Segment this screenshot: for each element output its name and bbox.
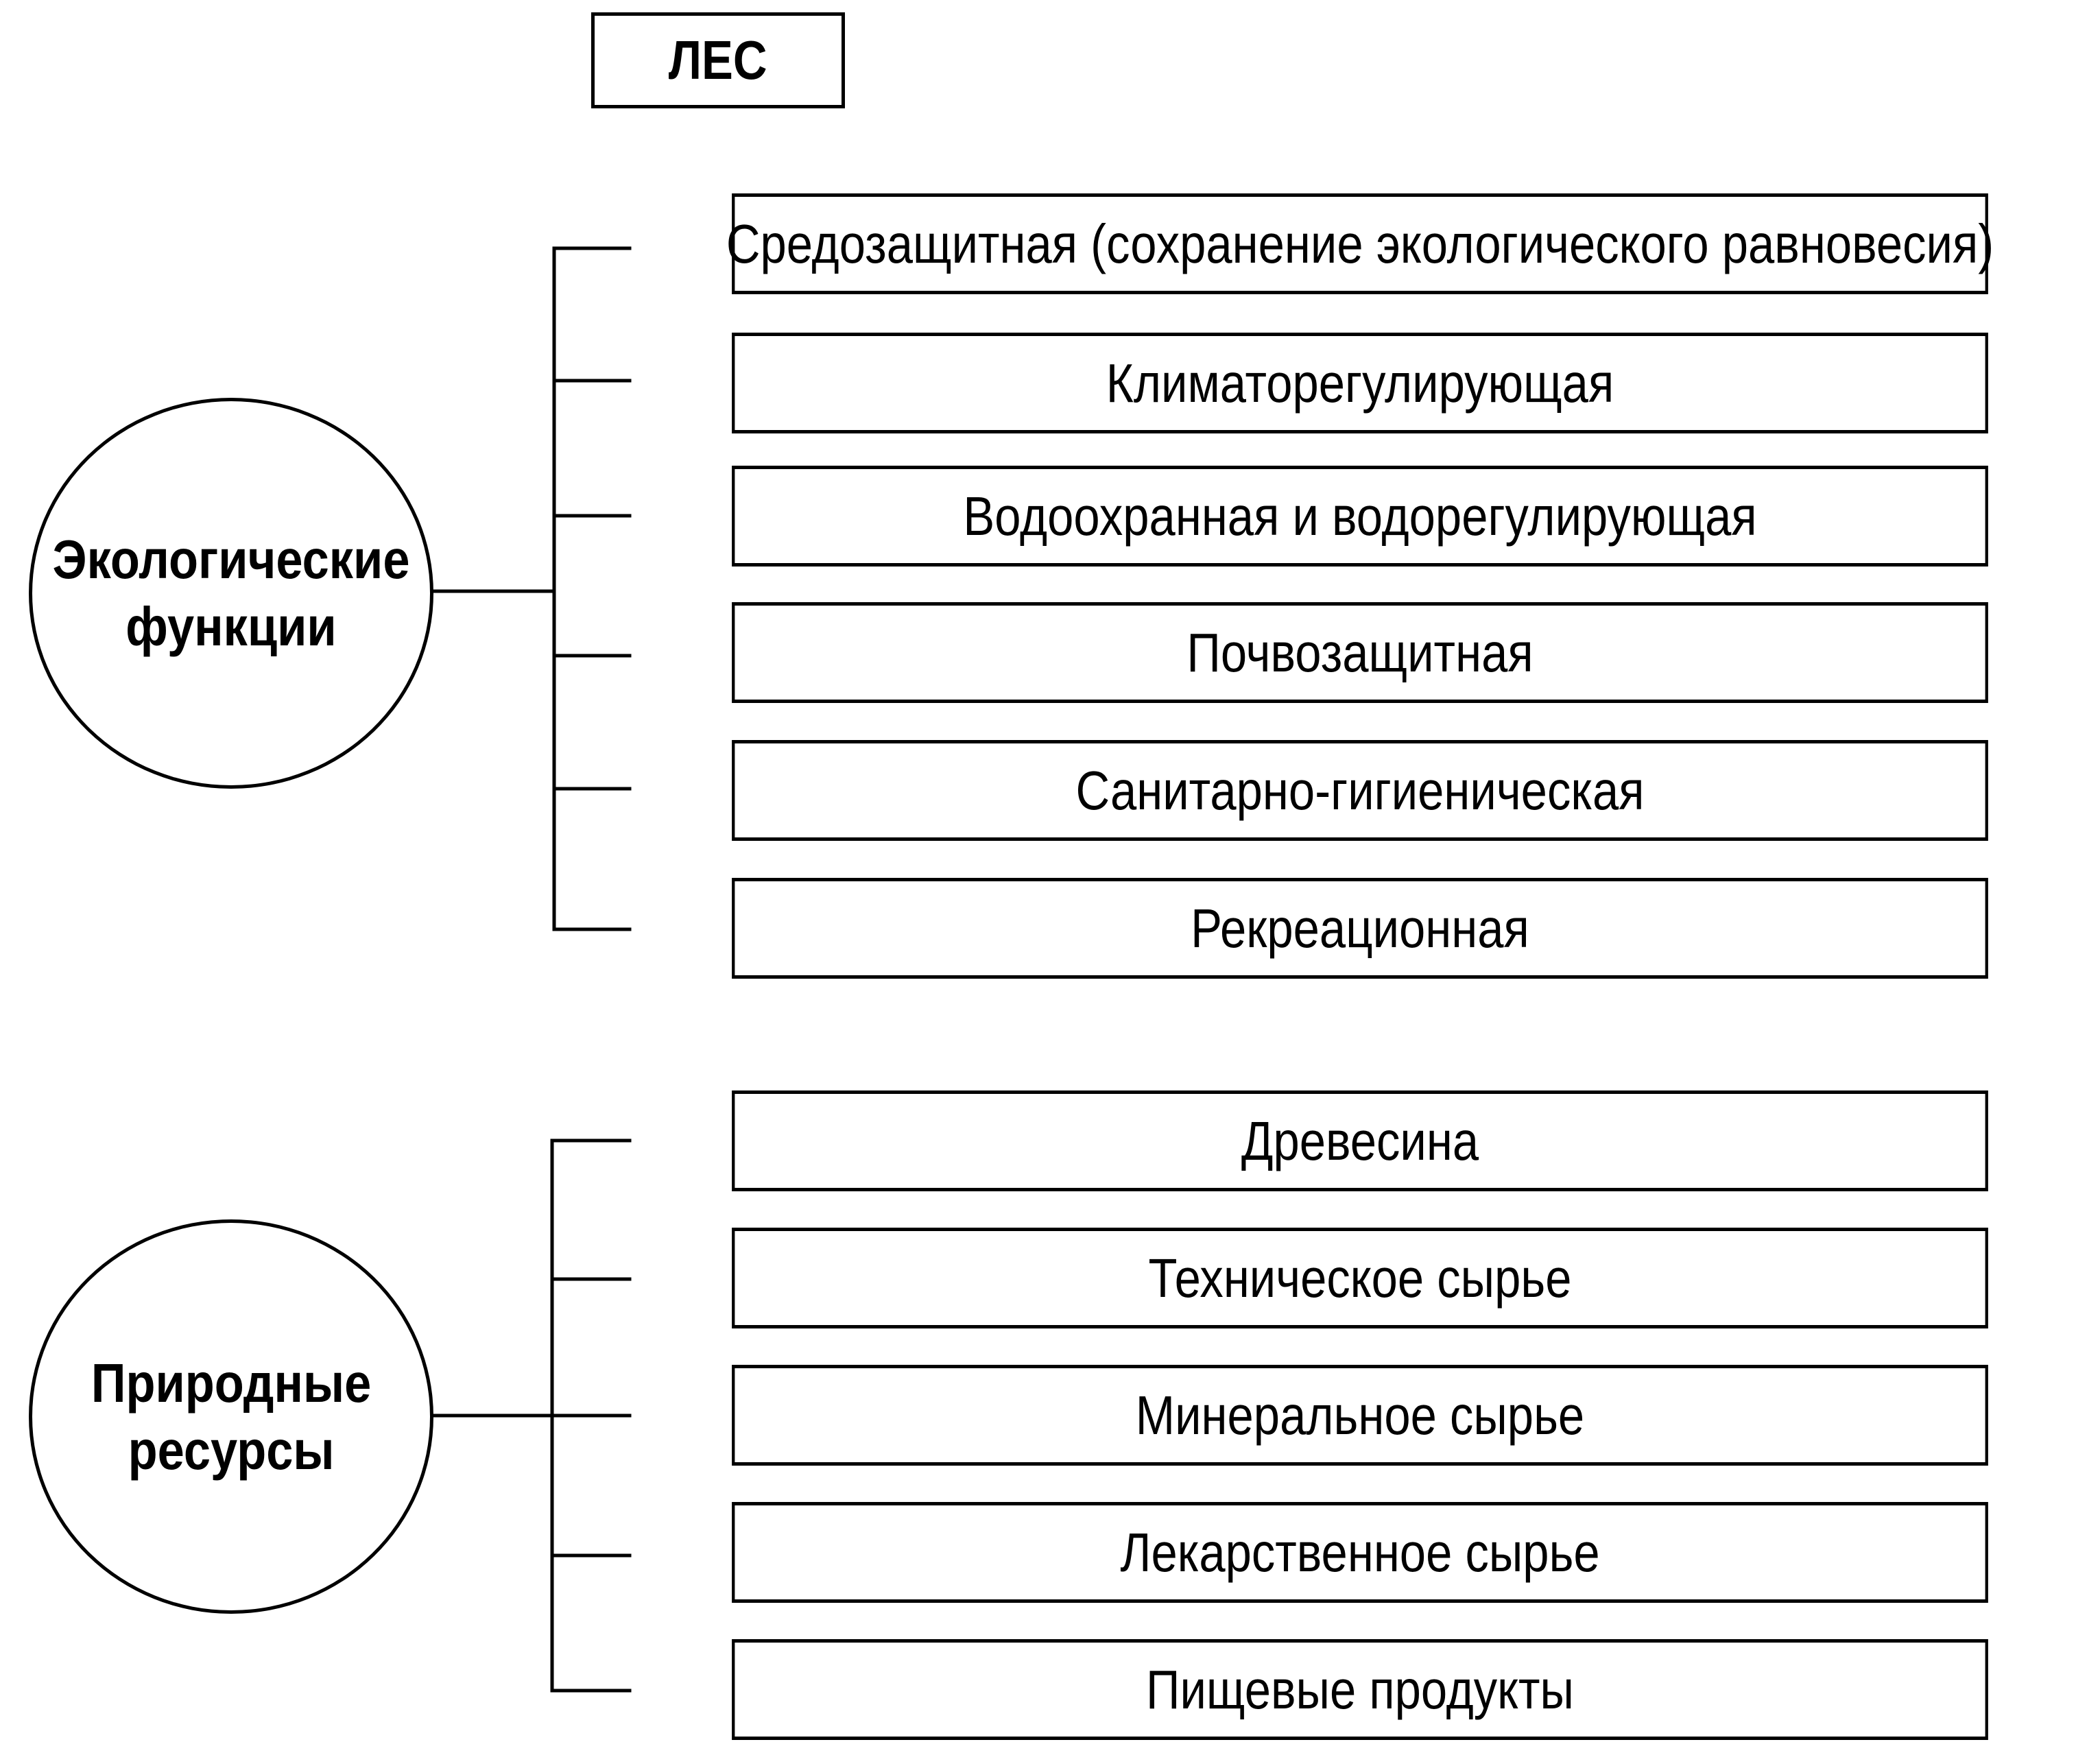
- function-item: Рекреационная: [732, 878, 1988, 979]
- circle-label-line1: Экологические: [52, 529, 410, 590]
- resource-item: Лекарственное сырье: [732, 1502, 1988, 1603]
- function-item: Санитарно-гигиеническая: [732, 740, 1988, 841]
- function-item: Климаторегулирующая: [732, 333, 1988, 433]
- circle-label-line2: ресурсы: [128, 1419, 335, 1481]
- function-item: Почвозащитная: [732, 602, 1988, 703]
- circle-label-line2: функции: [126, 596, 337, 657]
- title-text: ЛЕС: [669, 29, 767, 91]
- resource-item: Техническое сырье: [732, 1228, 1988, 1328]
- resource-item: Минеральное сырье: [732, 1365, 1988, 1466]
- ecological-functions-circle: Экологические функции: [29, 398, 433, 789]
- function-item: Средозащитная (сохранение экологического…: [726, 193, 1994, 294]
- title-box: ЛЕС: [591, 12, 845, 108]
- resource-item: Древесина: [732, 1090, 1988, 1191]
- natural-resources-circle: Природные ресурсы: [29, 1219, 433, 1614]
- circle-label-line1: Природные: [91, 1352, 372, 1414]
- function-item: Водоохранная и водорегулирующая: [732, 466, 1988, 567]
- resource-item: Пищевые продукты: [732, 1639, 1988, 1740]
